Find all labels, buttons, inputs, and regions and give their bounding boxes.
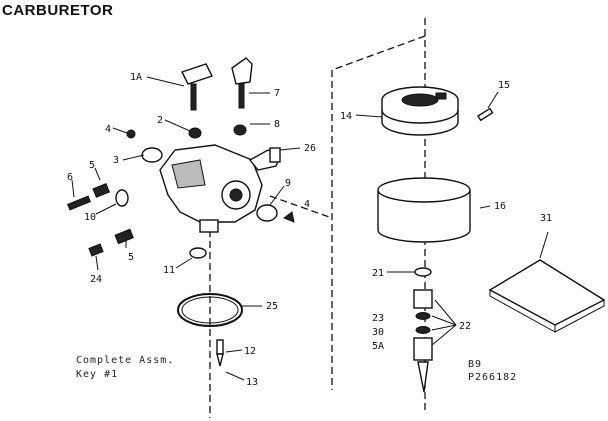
plate-part-9 <box>256 204 278 222</box>
washer-part-4-left <box>126 129 136 139</box>
callout-9: 9 <box>285 178 291 189</box>
callout-5-upper: 5 <box>89 160 95 171</box>
inlet-needle-part-12 <box>216 339 224 367</box>
idle-screw-part-6 <box>67 183 111 211</box>
callout-13: 13 <box>246 377 258 388</box>
fitting-stack-part-22 <box>413 289 433 393</box>
callout-24: 24 <box>90 274 102 285</box>
callout-4-right: 4 <box>304 199 310 210</box>
leader-lines <box>71 76 549 381</box>
fuel-fitting-part-26 <box>248 147 281 171</box>
callout-labels: 1A 7 2 8 4 3 5 6 26 9 4 10 5 11 24 25 12… <box>67 72 552 388</box>
carburetor-body <box>159 144 263 233</box>
o-ring-part-11 <box>189 247 207 259</box>
page-title: CARBURETOR <box>2 2 114 19</box>
callout-25: 25 <box>266 301 278 312</box>
needle-screw-part-24 <box>88 228 134 257</box>
filter-element-part-16 <box>377 177 471 243</box>
callout-22: 22 <box>459 321 471 332</box>
callout-14: 14 <box>340 111 352 122</box>
callout-15: 15 <box>498 80 510 91</box>
seal-part-10 <box>115 189 129 207</box>
callout-16: 16 <box>494 201 506 212</box>
screw-part-4-right <box>282 211 295 223</box>
callout-30: 30 <box>372 327 384 338</box>
callout-7: 7 <box>274 88 280 99</box>
callout-23: 23 <box>372 313 384 324</box>
callout-4-left: 4 <box>105 124 111 135</box>
reference-code: B9 P266182 <box>468 359 517 383</box>
gasket-part-3 <box>141 147 163 163</box>
callout-8: 8 <box>274 119 280 130</box>
pin-part-15 <box>477 107 494 122</box>
assembly-note: Complete Assm. Key #1 <box>76 355 174 380</box>
owners-manual-part-31 <box>488 259 606 333</box>
callout-3: 3 <box>113 155 119 166</box>
callout-26: 26 <box>304 143 316 154</box>
spring-part-2 <box>188 127 202 139</box>
callout-11: 11 <box>163 265 175 276</box>
callout-5a: 5A <box>372 341 384 352</box>
retaining-ring-part-25 <box>177 293 243 327</box>
filter-base-part-14 <box>381 86 459 136</box>
assembly-guide-lines <box>209 18 426 418</box>
callout-6: 6 <box>67 172 73 183</box>
assembly-note-line1: Complete Assm. <box>76 355 174 366</box>
callout-31: 31 <box>540 213 552 224</box>
callout-1a: 1A <box>130 72 142 83</box>
callout-12: 12 <box>244 346 256 357</box>
callout-21: 21 <box>372 268 384 279</box>
assembly-note-line2: Key #1 <box>76 369 118 380</box>
choke-shaft-part <box>231 57 253 109</box>
reference-code-line2: P266182 <box>468 372 517 383</box>
washer-part-21 <box>414 267 432 277</box>
throttle-shaft-part <box>181 63 213 111</box>
callout-5-lower: 5 <box>128 252 134 263</box>
callout-10: 10 <box>84 212 96 223</box>
reference-code-line1: B9 <box>468 359 482 370</box>
spring-part-8 <box>233 124 247 136</box>
callout-2: 2 <box>157 115 163 126</box>
